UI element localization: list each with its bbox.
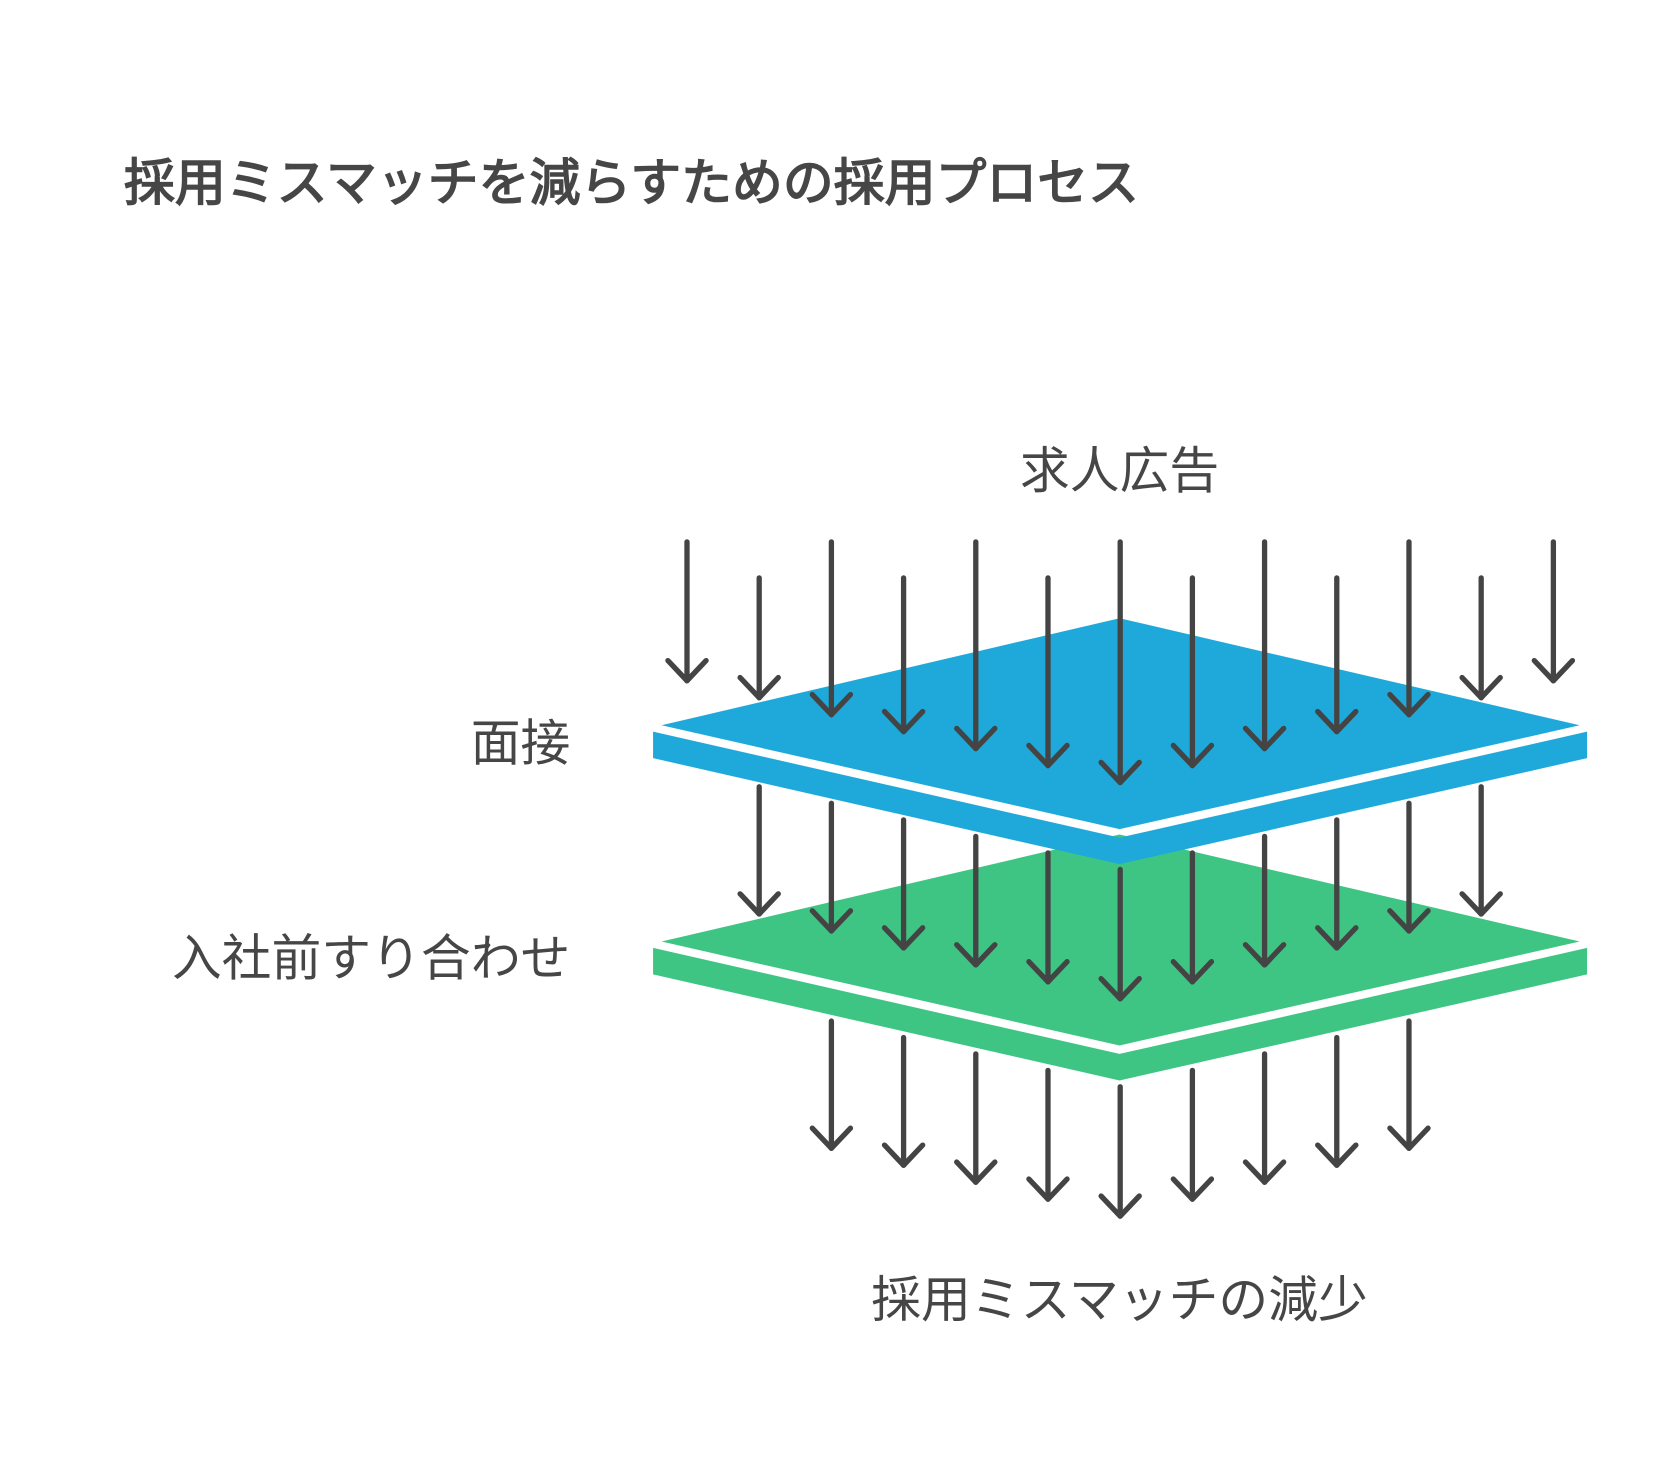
down-arrow-icon: [1170, 1067, 1215, 1202]
input-label: 求人広告: [1020, 442, 1219, 500]
layer-pre-onboarding-side: [653, 947, 1588, 1081]
down-arrow-icon: [1098, 1084, 1142, 1219]
down-arrow-icon: [881, 575, 926, 735]
down-arrow-icon: [1459, 784, 1503, 917]
down-arrow-icon: [1459, 575, 1503, 701]
down-arrow-icon: [1170, 850, 1215, 985]
down-arrow-icon: [1026, 575, 1070, 769]
diagram-title: 採用ミスマッチを減らすための採用プロセス: [124, 153, 1139, 212]
arrows-output: [809, 1018, 1431, 1219]
down-arrow-icon: [954, 833, 998, 968]
down-arrow-icon: [1242, 539, 1287, 752]
down-arrow-icon: [1242, 833, 1287, 968]
layer-label-interview: 面接: [471, 714, 571, 772]
arrows-input: [665, 539, 1576, 786]
down-arrow-icon: [1098, 866, 1142, 1002]
down-arrow-icon: [809, 539, 854, 718]
down-arrow-icon: [1026, 850, 1070, 985]
down-arrow-icon: [881, 817, 926, 951]
down-arrow-icon: [1170, 575, 1215, 769]
down-arrow-icon: [954, 539, 998, 752]
output-label: 採用ミスマッチの減少: [871, 1271, 1368, 1329]
down-arrow-icon: [1531, 539, 1576, 684]
down-arrow-icon: [1387, 800, 1431, 934]
down-arrow-icon: [737, 784, 781, 917]
down-arrow-icon: [1315, 817, 1359, 951]
down-arrow-icon: [1387, 1018, 1431, 1151]
down-arrow-icon: [809, 1018, 854, 1151]
down-arrow-icon: [809, 800, 854, 934]
down-arrow-icon: [1242, 1051, 1287, 1185]
down-arrow-icon: [1315, 575, 1359, 735]
down-arrow-icon: [1026, 1067, 1070, 1202]
layer-interview-side: [653, 731, 1588, 865]
down-arrow-icon: [665, 539, 709, 684]
down-arrow-icon: [1387, 539, 1431, 718]
arrows-between-layers: [737, 784, 1503, 1002]
down-arrow-icon: [954, 1051, 998, 1185]
down-arrow-icon: [737, 575, 781, 701]
layer-label-pre-onboarding: 入社前すり合わせ: [172, 929, 571, 987]
down-arrow-icon: [1315, 1034, 1359, 1168]
down-arrow-icon: [881, 1034, 926, 1168]
down-arrow-icon: [1098, 539, 1142, 786]
